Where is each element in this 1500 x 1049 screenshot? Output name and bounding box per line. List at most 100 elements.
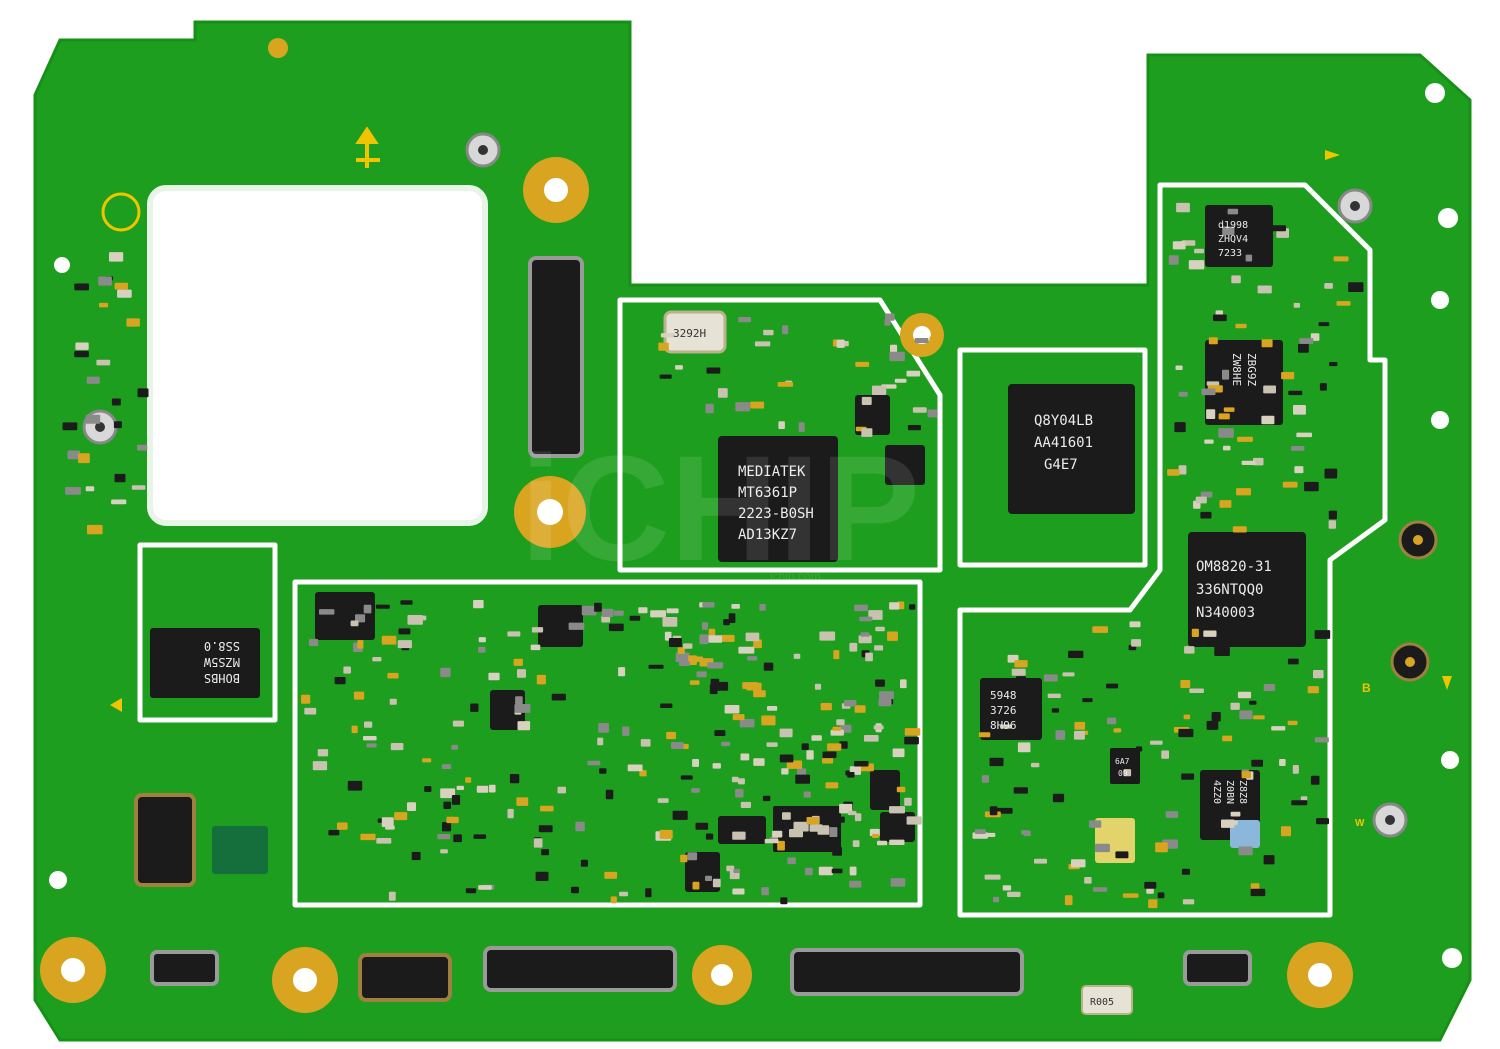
passive-component bbox=[781, 768, 789, 775]
passive-component bbox=[889, 806, 905, 814]
passive-component bbox=[1092, 626, 1108, 633]
passive-component bbox=[712, 763, 721, 769]
passive-component bbox=[411, 851, 421, 861]
passive-component bbox=[1318, 322, 1330, 327]
board-connectors bbox=[134, 256, 1252, 1002]
passive-component bbox=[680, 775, 693, 780]
passive-component bbox=[782, 812, 791, 820]
passive-component bbox=[1191, 628, 1199, 637]
passive-component bbox=[764, 838, 779, 844]
passive-component bbox=[317, 749, 329, 757]
passive-component bbox=[1251, 759, 1263, 767]
passive-component bbox=[989, 806, 998, 816]
passive-component bbox=[1106, 683, 1119, 689]
rotated-chip-line-2: ZW8HE bbox=[1230, 353, 1243, 386]
passive-component bbox=[541, 849, 549, 856]
passive-component bbox=[1291, 800, 1308, 806]
passive-component bbox=[650, 610, 666, 618]
passive-component bbox=[1316, 818, 1329, 825]
passive-component bbox=[989, 757, 1004, 767]
passive-component bbox=[363, 604, 372, 614]
passive-component bbox=[117, 289, 132, 298]
passive-component bbox=[804, 867, 813, 876]
passive-component bbox=[1333, 256, 1349, 262]
passive-component bbox=[1013, 787, 1028, 794]
passive-component bbox=[478, 885, 492, 890]
modem-line-1: Q8Y04LB bbox=[1034, 413, 1093, 429]
passive-component bbox=[343, 666, 351, 674]
passive-component bbox=[1136, 746, 1143, 752]
watermark-url: ichip.com bbox=[770, 569, 821, 583]
passive-component bbox=[849, 880, 862, 888]
passive-component bbox=[896, 786, 906, 793]
passive-component bbox=[488, 672, 500, 681]
passive-component bbox=[389, 698, 397, 705]
passive-component bbox=[1094, 843, 1110, 853]
passive-component bbox=[540, 805, 554, 812]
passive-component bbox=[1211, 712, 1221, 722]
shield-outlines bbox=[137, 182, 1388, 918]
crystal bbox=[663, 310, 727, 354]
passive-component bbox=[1328, 520, 1336, 529]
passive-component bbox=[1181, 868, 1190, 875]
passive-component bbox=[1227, 208, 1239, 215]
passive-component bbox=[1237, 691, 1252, 699]
pmic-line-4: AD13KZ7 bbox=[738, 527, 797, 543]
passive-component bbox=[701, 622, 708, 630]
passive-component bbox=[1034, 858, 1047, 864]
passive-component bbox=[551, 693, 566, 701]
passive-component bbox=[672, 810, 688, 820]
passive-component bbox=[347, 780, 363, 791]
passive-component bbox=[1189, 688, 1204, 693]
passive-component bbox=[605, 789, 614, 800]
rf-front-chip bbox=[1188, 532, 1306, 647]
passive-component bbox=[376, 838, 392, 844]
passive-component bbox=[1241, 262, 1250, 267]
passive-component bbox=[745, 632, 760, 642]
passive-component bbox=[440, 788, 456, 799]
passive-component bbox=[1167, 469, 1180, 476]
modem-line-3: G4E7 bbox=[1044, 457, 1078, 473]
passive-component bbox=[1082, 698, 1093, 703]
passive-component bbox=[809, 824, 823, 832]
passive-component bbox=[754, 341, 771, 347]
passive-component bbox=[795, 774, 810, 784]
passive-component bbox=[360, 833, 376, 841]
passive-component bbox=[65, 487, 81, 495]
passive-component bbox=[517, 721, 531, 731]
passive-component bbox=[847, 811, 857, 816]
passive-component bbox=[906, 370, 921, 377]
passive-component bbox=[571, 886, 579, 894]
passive-component bbox=[1294, 466, 1304, 474]
passive-component bbox=[1206, 720, 1219, 730]
passive-component bbox=[1168, 255, 1179, 265]
passive-component bbox=[470, 703, 479, 712]
chip-markings: MEDIATEK MT6361P 2223-B0SH AD13KZ7 Q8Y04… bbox=[203, 220, 1272, 1008]
passive-component bbox=[400, 600, 413, 605]
passive-component bbox=[1261, 415, 1275, 425]
crystal-label: 3292H bbox=[673, 327, 706, 340]
passive-component bbox=[666, 731, 676, 740]
passive-component bbox=[659, 829, 673, 839]
passive-component bbox=[422, 758, 432, 763]
passive-component bbox=[889, 839, 905, 845]
passive-component bbox=[689, 680, 700, 685]
passive-component bbox=[1236, 488, 1251, 496]
passive-component bbox=[836, 339, 845, 348]
passive-component bbox=[75, 342, 89, 350]
passive-component bbox=[710, 678, 720, 689]
passive-component bbox=[740, 801, 751, 808]
passive-component bbox=[732, 714, 745, 721]
passive-component bbox=[986, 832, 996, 837]
passive-component bbox=[1055, 730, 1066, 740]
passive-component bbox=[699, 634, 709, 645]
passive-component bbox=[465, 777, 472, 783]
passive-component bbox=[67, 450, 80, 460]
passive-component bbox=[424, 786, 432, 792]
passive-component bbox=[735, 402, 750, 412]
passive-component bbox=[604, 871, 618, 879]
passive-component bbox=[827, 743, 842, 751]
passive-component bbox=[864, 735, 879, 742]
passive-component bbox=[849, 866, 857, 876]
